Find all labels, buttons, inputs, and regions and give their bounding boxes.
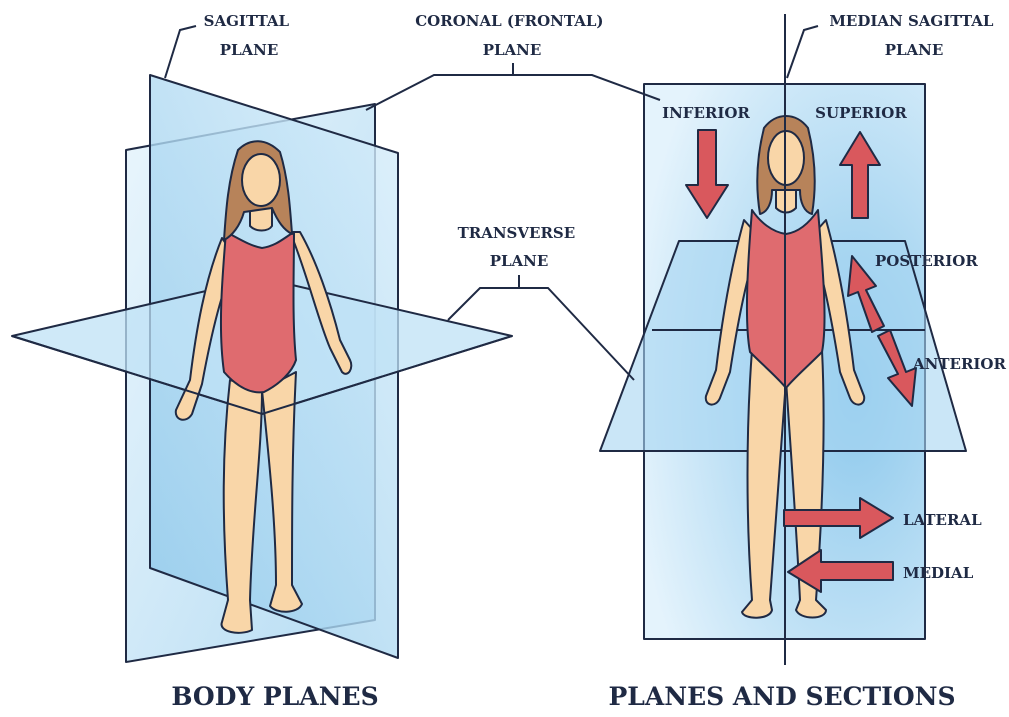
medial-label: MEDIAL: [903, 564, 974, 582]
left-figure-group: [12, 75, 512, 662]
median-sagittal-label: MEDIAN SAGITTAL PLANE: [829, 12, 998, 59]
coronal-label-line1: CORONAL (FRONTAL): [415, 12, 603, 30]
inferior-label: INFERIOR: [662, 104, 750, 122]
sagittal-label-line1: SAGITTAL: [204, 12, 290, 30]
superior-label: SUPERIOR: [815, 104, 907, 122]
body-planes-title: BODY PLANES: [171, 682, 378, 711]
sagittal-label: SAGITTAL PLANE: [204, 12, 295, 59]
transverse-label: TRANSVERSE PLANE: [458, 224, 581, 270]
anterior-label: ANTERIOR: [912, 355, 1006, 373]
transverse-label-line1: TRANSVERSE: [458, 224, 576, 242]
coronal-label-line2: PLANE: [483, 41, 542, 59]
transverse-label-line2: PLANE: [490, 252, 549, 270]
planes-and-sections-title: PLANES AND SECTIONS: [608, 682, 955, 711]
lateral-label: LATERAL: [903, 511, 982, 529]
posterior-label: POSTERIOR: [875, 252, 978, 270]
coronal-label: CORONAL (FRONTAL) PLANE: [415, 12, 609, 59]
sagittal-label-line2: PLANE: [220, 41, 279, 59]
median-sagittal-label-line2: PLANE: [885, 41, 944, 59]
median-sagittal-label-line1: MEDIAN SAGITTAL: [829, 12, 994, 30]
